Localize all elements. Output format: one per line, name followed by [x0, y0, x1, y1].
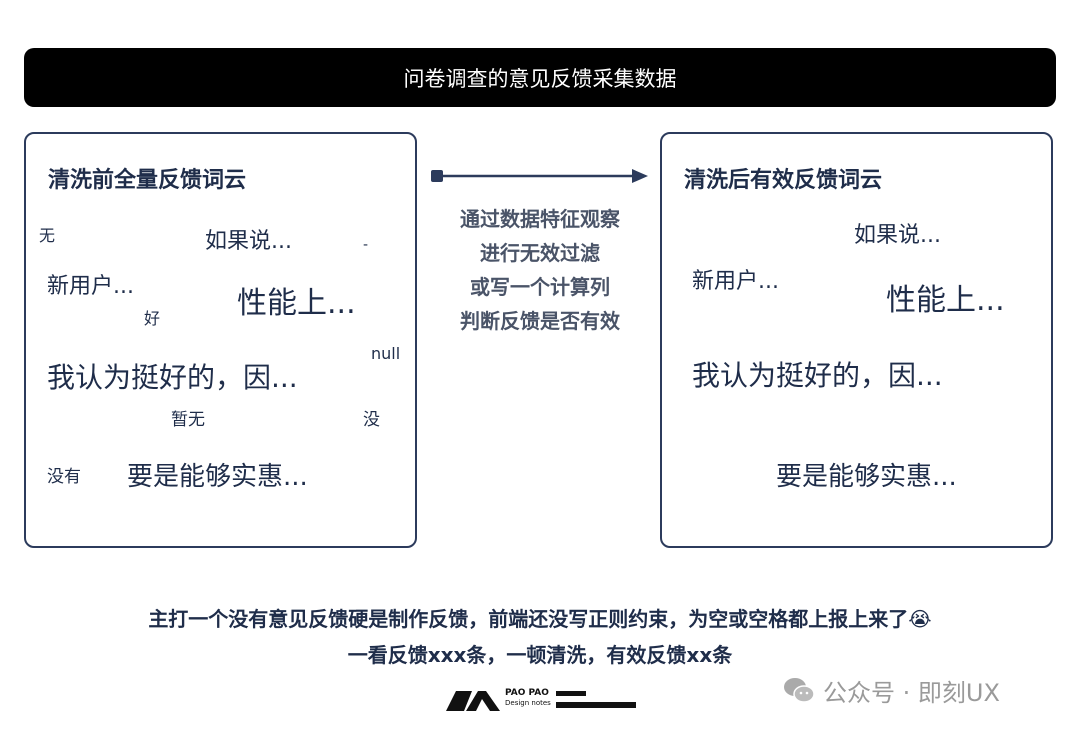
logo: PAO PAO Design notes	[444, 688, 644, 712]
word: 没有	[47, 467, 81, 487]
left-wordcloud-card: 清洗前全量反馈词云 无 如果说... - 新用户... 好 性能上... nul…	[24, 132, 417, 548]
watermark: 公众号 · 即刻UX	[783, 674, 1000, 707]
logo-line-1: PAO PAO	[505, 688, 549, 698]
watermark-text: 公众号 · 即刻UX	[823, 678, 1000, 707]
caption-line-2: 一看反馈xxx条，一顿清洗，有效反馈xx条	[347, 643, 733, 667]
process-text: 判断反馈是否有效	[460, 309, 620, 333]
word: 新用户...	[692, 269, 779, 294]
logo-mark-icon	[446, 691, 500, 711]
card-title: 清洗前全量反馈词云	[48, 168, 247, 193]
right-wordcloud-card: 清洗后有效反馈词云 如果说... 新用户... 性能上... 我认为挺好的，因.…	[660, 132, 1053, 548]
title-bar: 问卷调查的意见反馈采集数据	[24, 48, 1056, 107]
process-text: 通过数据特征观察	[460, 207, 620, 231]
word: 我认为挺好的，因...	[47, 361, 298, 394]
word: 如果说...	[854, 223, 941, 248]
process-text: 进行无效过滤	[480, 241, 600, 265]
word: 要是能够实惠...	[127, 462, 308, 492]
word: 性能上...	[886, 283, 1005, 318]
word: 无	[39, 226, 56, 245]
arrow-right-icon	[431, 169, 648, 183]
word: 暂无	[171, 410, 205, 430]
page-title: 问卷调查的意见反馈采集数据	[403, 66, 677, 91]
caption-line-1: 主打一个没有意见反馈硬是制作反馈，前端还没写正则约束，为空或空格都上报上来了😭	[148, 607, 932, 631]
word: 新用户...	[47, 274, 134, 299]
wechat-icon	[784, 678, 815, 703]
word: 我认为挺好的，因...	[692, 359, 943, 392]
word: 没	[363, 410, 380, 430]
word: 要是能够实惠...	[776, 462, 957, 492]
word: 性能上...	[237, 286, 356, 321]
process-text: 或写一个计算列	[470, 275, 610, 299]
card-title: 清洗后有效反馈词云	[684, 168, 883, 193]
word: 如果说...	[205, 229, 292, 254]
word: 好	[144, 309, 161, 328]
logo-line-2: Design notes	[505, 699, 551, 707]
word: -	[363, 237, 369, 253]
word: null	[371, 344, 401, 363]
